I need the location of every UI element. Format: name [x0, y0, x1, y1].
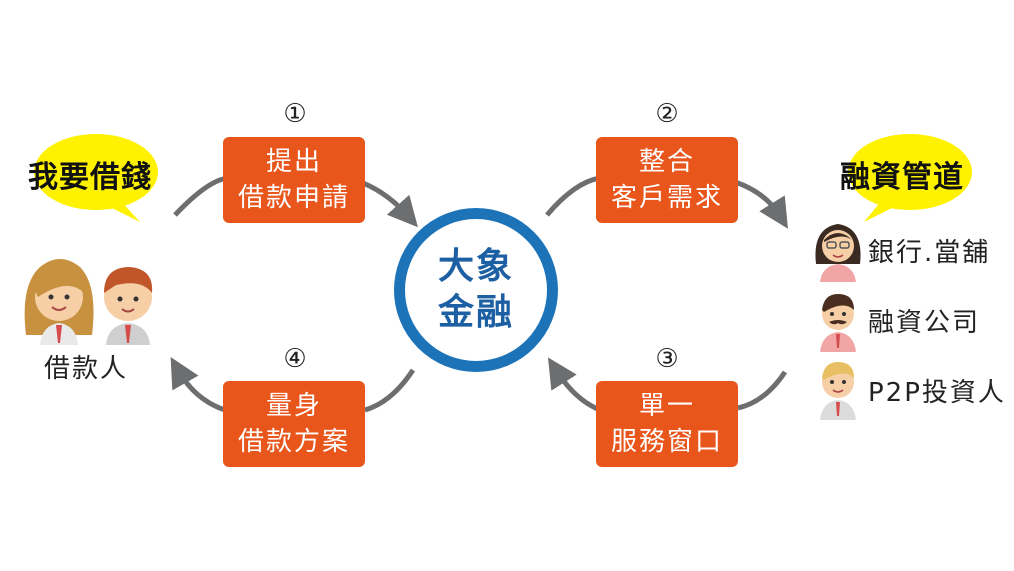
step-1-line1: 提出: [265, 147, 322, 177]
funding-bubble-text: 融資管道: [840, 160, 964, 195]
arrow-funding-to-hub: [556, 370, 788, 413]
borrower-label: 借款人: [44, 354, 129, 384]
provider-bank-label: 銀行.當舖: [868, 238, 991, 268]
borrower-bubble-text: 我要借錢: [28, 160, 152, 195]
man-blond-avatar-icon: [820, 362, 856, 420]
woman-glasses-avatar-icon: [815, 224, 861, 282]
step-2-number: ②: [655, 99, 679, 129]
arrow-hub-to-borrower: [178, 370, 416, 413]
step-3-line1: 單一: [638, 391, 695, 421]
step-4-line2: 借款方案: [237, 427, 350, 457]
step-4-line1: 量身: [265, 391, 322, 421]
provider-finance-label: 融資公司: [868, 308, 981, 338]
provider-p2p-label: P2P投資人: [868, 378, 1006, 408]
hub-line1: 大象: [437, 246, 514, 287]
step-2-line2: 客戶需求: [610, 183, 723, 213]
step-1-box: 提出 借款申請: [223, 137, 365, 223]
speech-bubble-borrower: [34, 134, 158, 222]
step-3-line2: 服務窗口: [610, 427, 723, 457]
step-4-number: ④: [283, 344, 307, 374]
hub-circle: 大象 金融: [394, 208, 558, 372]
step-1-number: ①: [283, 99, 307, 129]
step-2-box: 整合 客戶需求: [596, 137, 738, 223]
borrower-couple-icon: [24, 259, 153, 345]
step-4-box: 量身 借款方案: [223, 381, 365, 467]
hub-line2: 金融: [437, 292, 514, 333]
step-3-box: 單一 服務窗口: [596, 381, 738, 467]
step-2-line1: 整合: [638, 147, 695, 177]
speech-bubble-funding: [848, 134, 972, 222]
arrow-hub-to-funding: [545, 175, 780, 216]
step-1-line2: 借款申請: [237, 183, 350, 213]
step-3-number: ③: [655, 344, 679, 374]
man-mustache-avatar-icon: [820, 294, 856, 352]
